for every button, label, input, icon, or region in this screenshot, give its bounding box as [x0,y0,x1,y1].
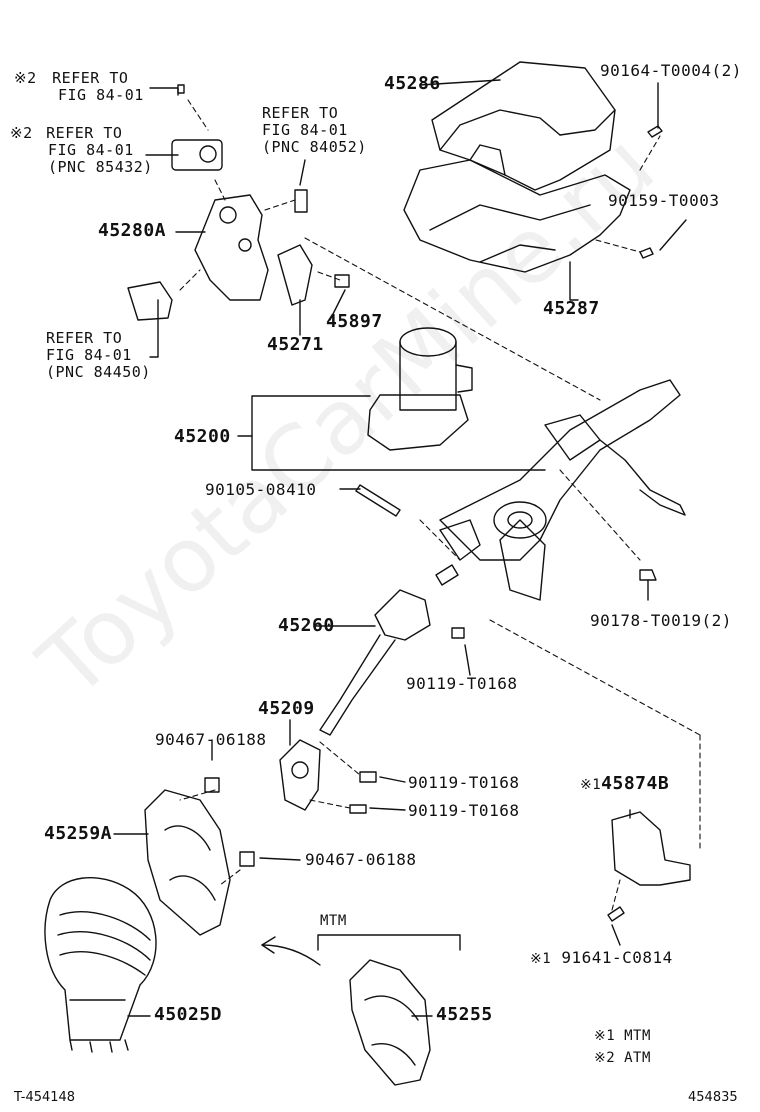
part-45200: 45200 [174,426,231,447]
ref-note-2-line3: (PNC 85432) [48,158,153,176]
part-91641: ※1 91641-C0814 [530,949,673,968]
ref-note-3-line3: (PNC 84052) [262,138,367,156]
ref-note-1: ※2 REFER TO FIG 84-01 [14,70,144,104]
drawing-id-left: T-454148 [14,1090,76,1105]
ref-note-4-line1: REFER TO [46,329,123,347]
ref-note-1-mark: ※2 [14,69,37,87]
part-45874B-mark: ※1 [580,777,602,793]
part-90105: 90105-08410 [205,480,317,499]
part-90467-a: 90467-06188 [155,730,267,749]
ref-note-4: REFER TO FIG 84-01 (PNC 84450) [46,330,151,381]
ref-note-4-line3: (PNC 84450) [46,363,151,381]
part-91641-number: 91641-C0814 [561,948,673,967]
ref-note-4-line2: FIG 84-01 [46,346,132,364]
part-90164: 90164-T0004(2) [600,61,742,80]
part-45287: 45287 [543,298,600,319]
part-45025D: 45025D [154,1004,223,1025]
legend-mtm: ※1 MTM [594,1028,651,1044]
part-45874B: ※145874B [580,775,669,794]
ref-note-2-line2: FIG 84-01 [48,141,134,159]
ref-note-3-line2: FIG 84-01 [262,121,348,139]
part-91641-mark: ※1 [530,951,552,967]
ref-note-2: ※2 REFER TO FIG 84-01 (PNC 85432) [10,125,153,176]
part-90467-b: 90467-06188 [305,850,417,869]
part-90119-c: 90119-T0168 [408,801,520,820]
part-45209: 45209 [258,698,315,719]
part-45280A: 45280A [98,220,167,241]
part-45897: 45897 [326,311,383,332]
part-45286: 45286 [384,73,441,94]
part-45271: 45271 [267,334,324,355]
part-90119-a: 90119-T0168 [406,674,518,693]
mtm-label: MTM [320,913,347,929]
drawing-id-right: 454835 [688,1090,738,1105]
part-45874B-number: 45874B [601,773,670,794]
leader-lines [113,79,687,1017]
ref-note-1-line1: REFER TO [52,69,129,87]
part-45259A: 45259A [44,823,113,844]
ref-note-3-line1: REFER TO [262,104,339,122]
part-90159: 90159-T0003 [608,191,720,210]
ref-note-2-mark: ※2 [10,124,33,142]
ref-note-3: REFER TO FIG 84-01 (PNC 84052) [262,105,367,156]
part-90178: 90178-T0019(2) [590,611,732,630]
ref-note-1-line2: FIG 84-01 [58,86,144,104]
part-90119-b: 90119-T0168 [408,773,520,792]
ref-note-2-line1: REFER TO [46,124,123,142]
part-45260: 45260 [278,615,335,636]
part-45255: 45255 [436,1004,493,1025]
legend-atm: ※2 ATM [594,1050,651,1066]
